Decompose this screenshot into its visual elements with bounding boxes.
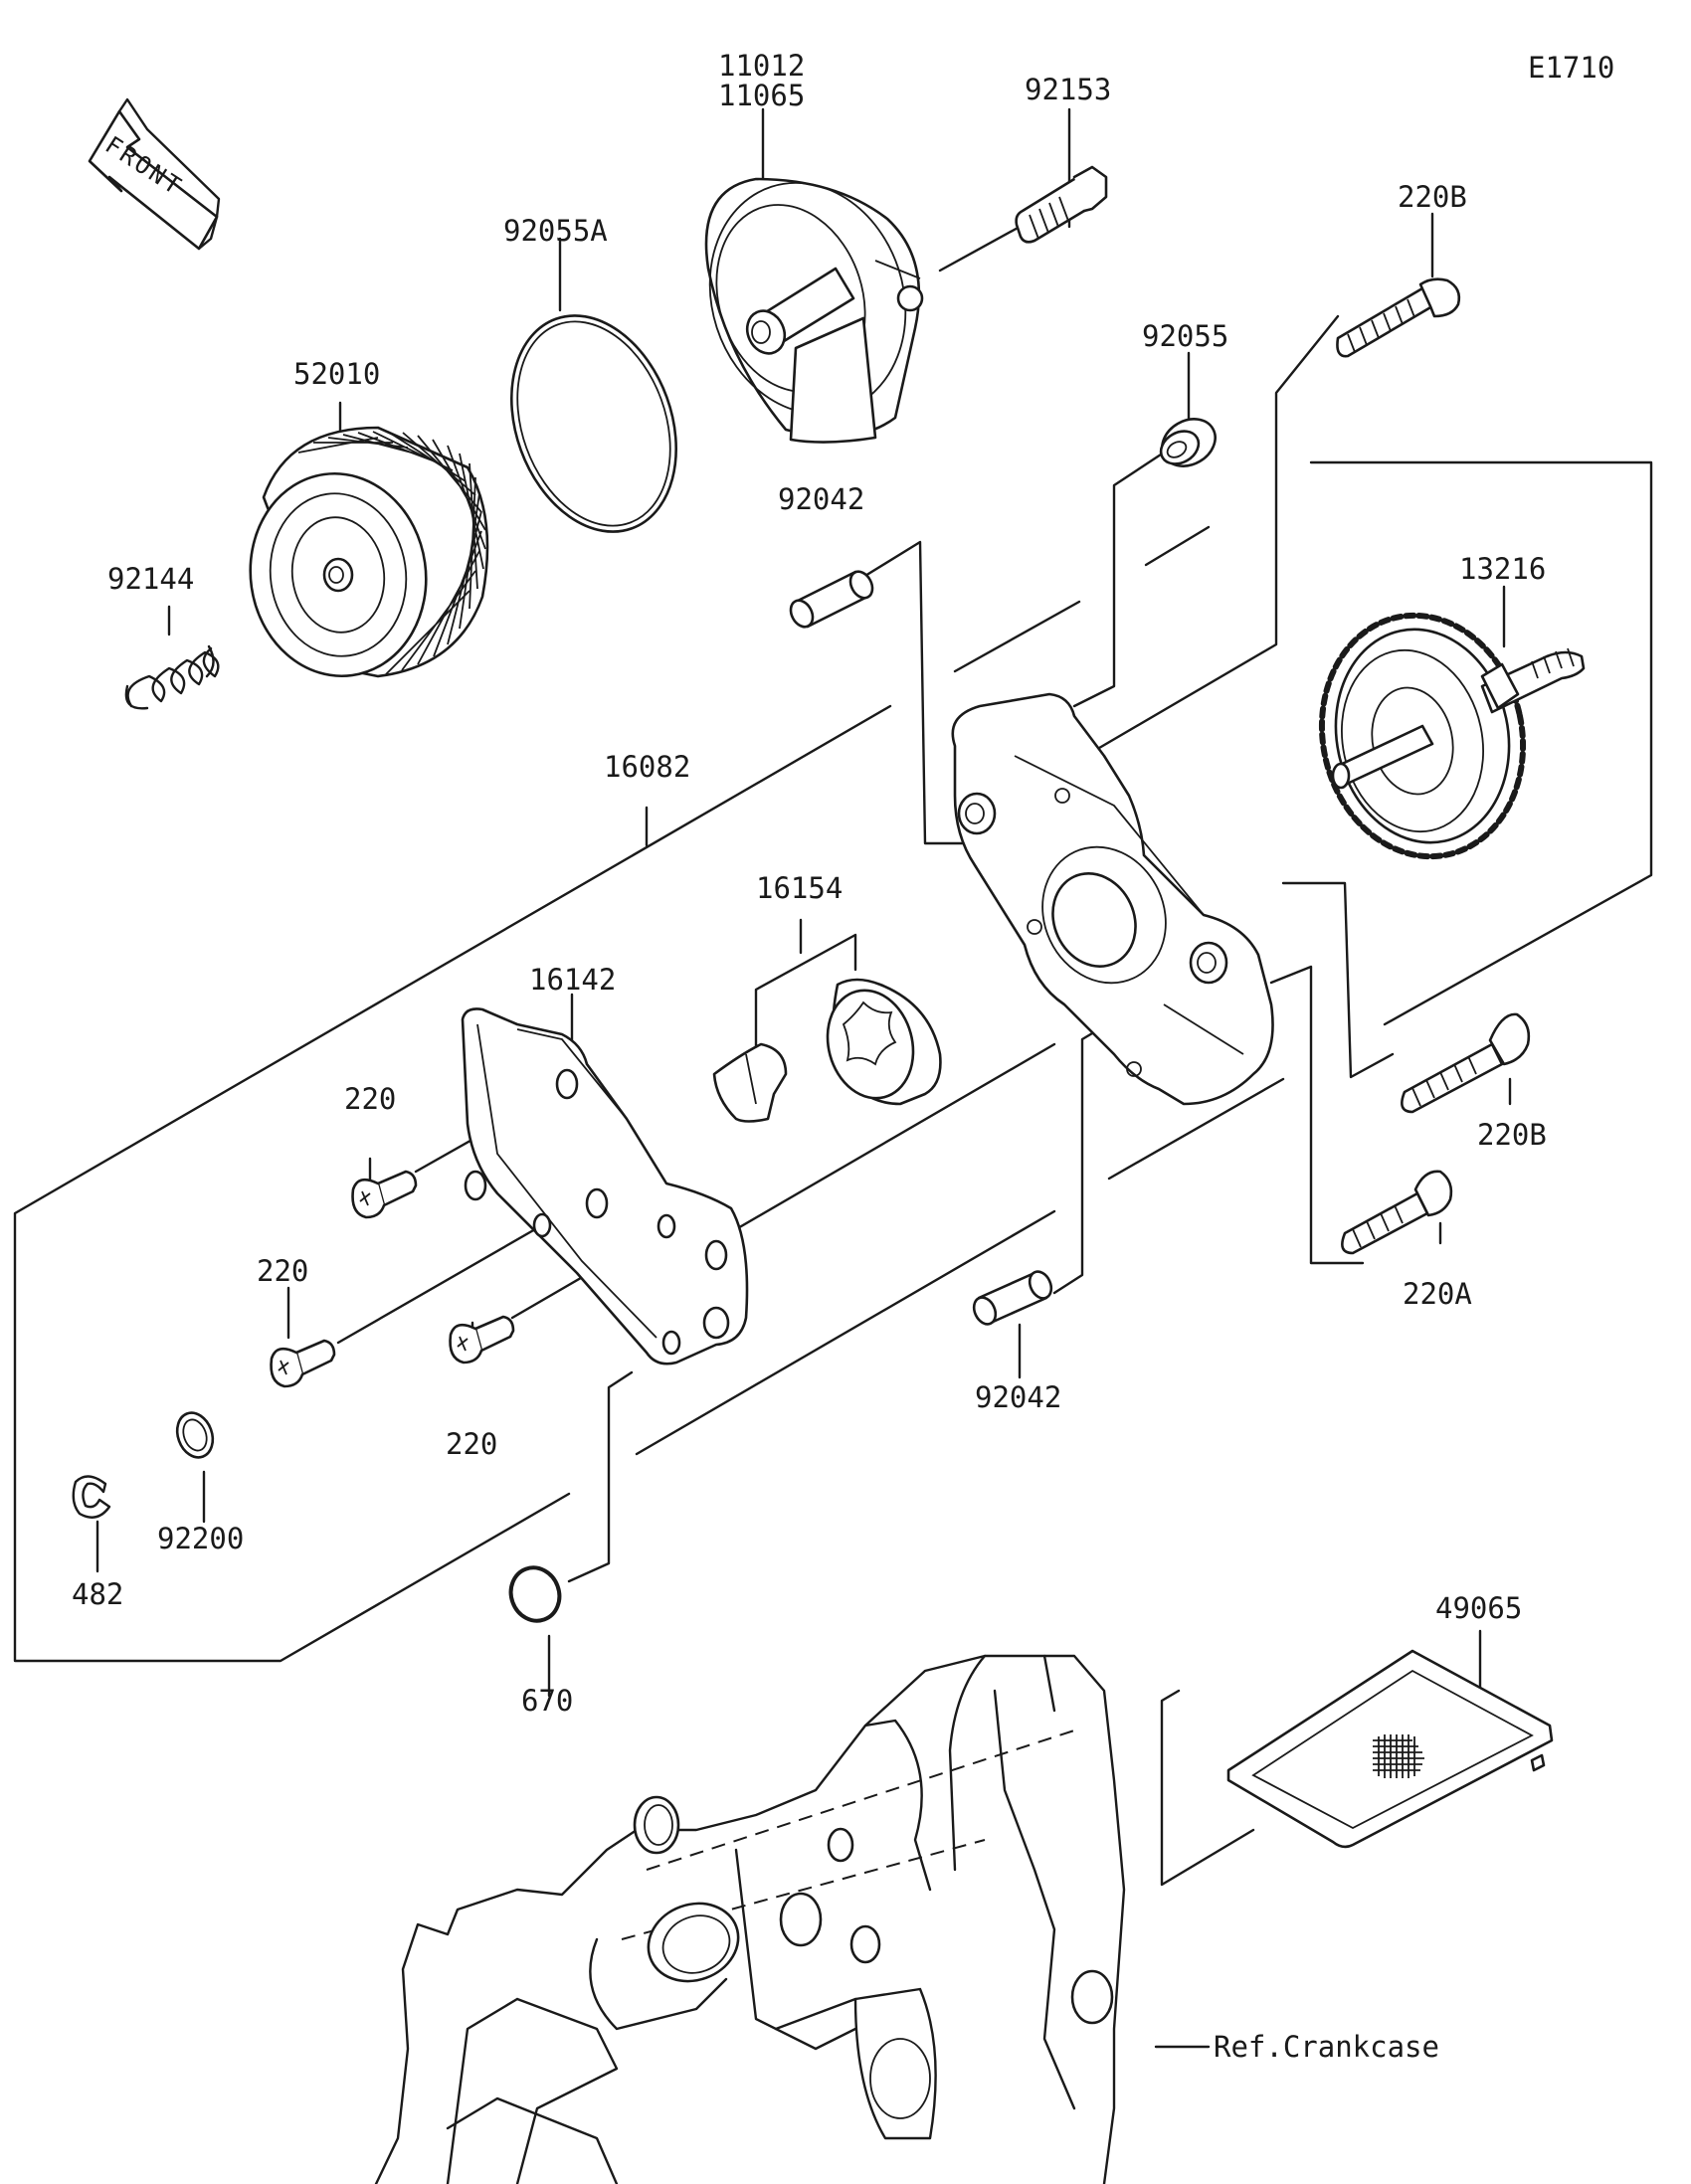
label-220-a: 220 (344, 1082, 396, 1116)
part-pump-body-icon (951, 692, 1274, 1106)
label-220b-top: 220B (1398, 180, 1467, 214)
part-220a-bolt-icon (1341, 1170, 1453, 1255)
label-13216: 13216 (1459, 552, 1546, 586)
label-16142: 16142 (529, 963, 616, 997)
part-labels: 11012 11065 92153 220B 92055A 92055 5201… (72, 49, 1547, 2064)
label-220b-right: 220B (1477, 1118, 1547, 1152)
part-92055-oil-seal-icon (1159, 418, 1217, 467)
part-220-screw-a-icon (351, 1170, 418, 1219)
label-220-b: 220 (257, 1254, 308, 1288)
label-16154: 16154 (756, 871, 843, 905)
label-92042-bottom: 92042 (975, 1380, 1061, 1414)
label-92153: 92153 (1025, 73, 1111, 106)
label-ref-crankcase: Ref.Crankcase (1214, 2030, 1439, 2064)
part-92153-bolt-icon (1015, 165, 1108, 244)
part-13216-gear-shaft-icon (1318, 612, 1586, 860)
part-220b-top-bolt-icon (1336, 277, 1461, 358)
diagram-code: E1710 (1528, 51, 1614, 85)
label-670: 670 (521, 1684, 573, 1718)
part-16142-plate-icon (461, 1007, 749, 1365)
part-220b-right-bolt-icon (1401, 1012, 1531, 1114)
crankcase-outline-icon (374, 1654, 1126, 2184)
part-92042-top-dowel-icon (789, 570, 874, 629)
label-92055a: 92055A (503, 214, 608, 248)
part-92200-washer-icon (175, 1411, 215, 1459)
label-92144: 92144 (107, 562, 194, 596)
part-670-o-ring-icon (508, 1565, 562, 1623)
front-arrow-icon: FRONT (88, 97, 221, 251)
part-52010-oil-filter-icon (249, 426, 489, 678)
part-16154-rotor-set-icon (712, 978, 942, 1123)
part-92042-bottom-dowel-icon (972, 1270, 1053, 1326)
part-482-circlip-icon (72, 1475, 111, 1519)
label-482: 482 (72, 1577, 123, 1611)
label-11065: 11065 (718, 79, 805, 112)
label-16082: 16082 (604, 750, 690, 784)
label-220-c: 220 (446, 1427, 497, 1461)
part-220-screw-b-icon (270, 1339, 336, 1388)
label-92042-top: 92042 (778, 482, 864, 516)
label-49065: 49065 (1435, 1591, 1522, 1625)
label-92055: 92055 (1142, 319, 1228, 353)
label-11012: 11012 (718, 49, 805, 83)
part-220-screw-c-icon (449, 1315, 515, 1365)
part-92055a-o-ring-icon (509, 314, 678, 533)
part-11012-cover-icon (704, 177, 924, 444)
label-220a: 220A (1403, 1277, 1472, 1311)
label-52010: 52010 (293, 357, 380, 391)
label-92200: 92200 (157, 1522, 244, 1555)
part-49065-oil-screen-icon (1226, 1649, 1554, 1849)
part-92144-spring-icon (124, 644, 220, 710)
